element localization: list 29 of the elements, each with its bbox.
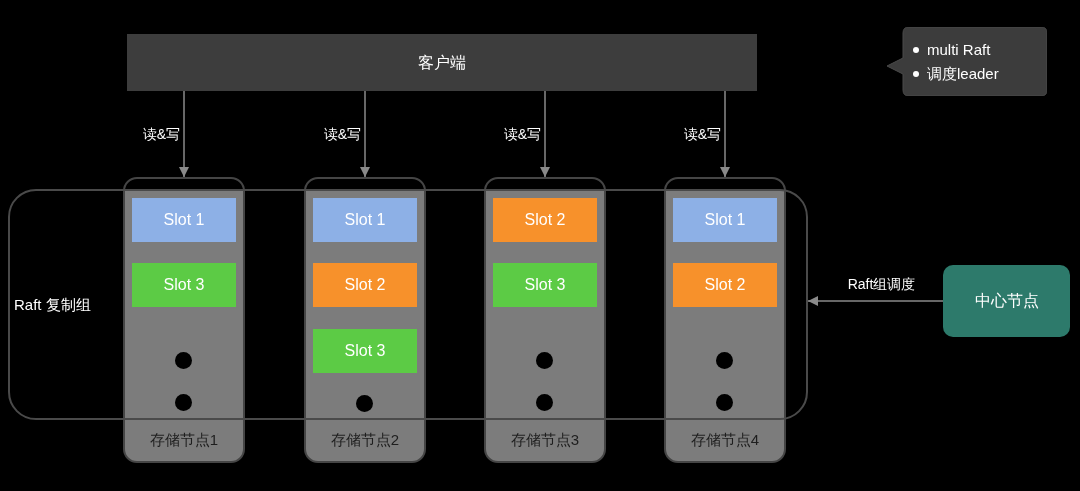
slot-box: Slot 3 <box>313 329 417 373</box>
arrow <box>179 90 189 178</box>
arrow <box>360 90 370 178</box>
storage-node-column <box>484 177 606 463</box>
callout-bubble <box>886 27 1047 96</box>
node-label: 存储节点3 <box>509 430 581 451</box>
arrow <box>720 90 730 178</box>
list-item-text: 调度leader <box>927 63 999 84</box>
group-label: Raft 复制组 <box>14 294 91 315</box>
storage-node-column <box>123 177 245 463</box>
slot-box: Slot 1 <box>313 198 417 242</box>
slot-box: Slot 1 <box>132 198 236 242</box>
center-node-box: 中心节点 <box>943 265 1070 337</box>
list-item-text: multi Raft <box>927 39 991 60</box>
client-bar: 客户端 <box>127 34 757 91</box>
slot-box: Slot 2 <box>313 263 417 307</box>
node-label: 存储节点1 <box>148 430 220 451</box>
storage-node-column <box>664 177 786 463</box>
arrow <box>540 90 550 178</box>
node-label: 存储节点4 <box>689 430 761 451</box>
storage-node-column <box>304 177 426 463</box>
slot-box: Slot 2 <box>493 198 597 242</box>
slot-box: Slot 3 <box>132 263 236 307</box>
group-frame <box>8 189 808 420</box>
slot-box: Slot 2 <box>673 263 777 307</box>
arrow <box>807 296 944 306</box>
node-label: 存储节点2 <box>329 430 401 451</box>
slot-box: Slot 1 <box>673 198 777 242</box>
slot-box: Slot 3 <box>493 263 597 307</box>
